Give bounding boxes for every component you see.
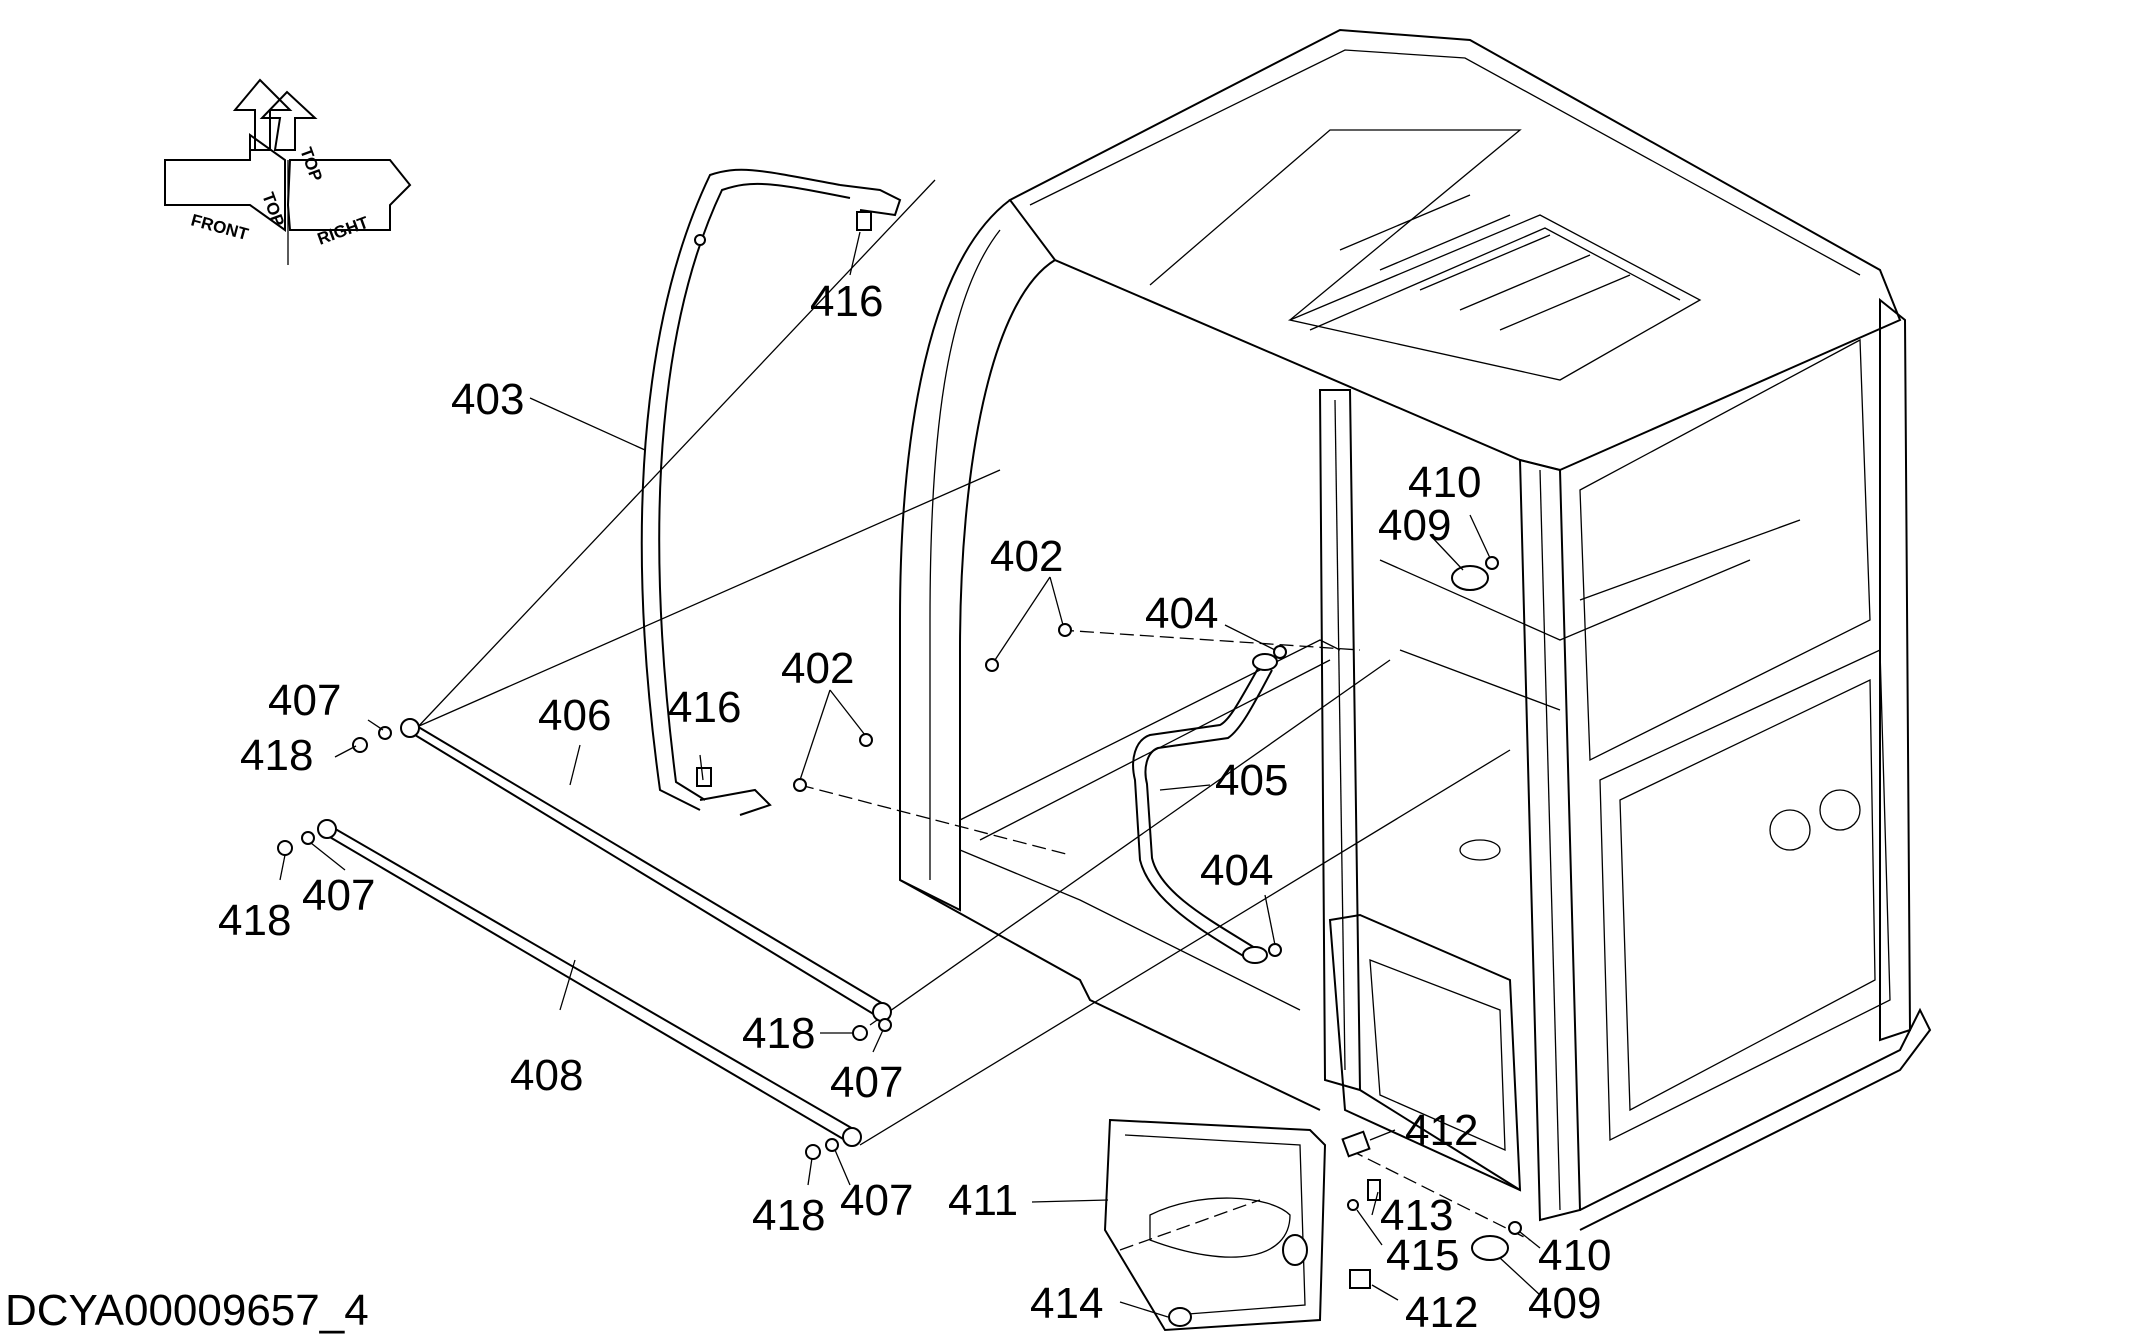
bolt-404-lower bbox=[1268, 943, 1282, 957]
bumper-409-lower bbox=[1471, 1235, 1509, 1261]
callout-407-mid: 407 bbox=[830, 1058, 903, 1107]
clip-413 bbox=[1367, 1179, 1381, 1201]
callout-416-mid: 416 bbox=[668, 683, 741, 732]
bolt-402-d bbox=[793, 778, 807, 792]
callout-418-bottom: 418 bbox=[752, 1191, 825, 1240]
callout-407-left: 407 bbox=[302, 871, 375, 920]
callout-409-upper: 409 bbox=[1378, 501, 1451, 550]
screw-415 bbox=[1347, 1199, 1359, 1211]
compass-right-label: RIGHT bbox=[315, 213, 372, 249]
callout-404-upper: 404 bbox=[1145, 589, 1218, 638]
callout-418-left: 418 bbox=[218, 896, 291, 945]
knob-414 bbox=[1168, 1307, 1192, 1327]
compass-front-label: FRONT bbox=[189, 211, 251, 245]
washer-407-bottom bbox=[825, 1138, 839, 1152]
document-code: DCYA00009657_4 bbox=[5, 1286, 369, 1335]
callout-407-bottom: 407 bbox=[840, 1176, 913, 1225]
callout-416-top: 416 bbox=[810, 277, 883, 326]
pad-412-upper bbox=[1341, 1130, 1371, 1158]
callout-405: 405 bbox=[1215, 756, 1288, 805]
nut-418-bottom bbox=[805, 1144, 821, 1160]
bolt-402-b bbox=[985, 658, 999, 672]
alignment-lines bbox=[409, 179, 1531, 1251]
callout-411: 411 bbox=[948, 1176, 1018, 1225]
nut-418-upper bbox=[352, 737, 368, 753]
bolt-416-mid bbox=[696, 767, 712, 787]
callout-412-lower: 412 bbox=[1405, 1288, 1478, 1337]
nut-418-left bbox=[277, 840, 293, 856]
callout-414: 414 bbox=[1030, 1279, 1103, 1328]
callouts: 403 416 416 402 402 404 404 405 406 407 … bbox=[218, 277, 1611, 1337]
bolt-404-upper bbox=[1273, 645, 1287, 659]
callout-407-upper: 407 bbox=[268, 676, 341, 725]
bumper-409-upper bbox=[1451, 565, 1489, 591]
bolt-402-c bbox=[859, 733, 873, 747]
callout-406: 406 bbox=[538, 691, 611, 740]
washer-407-left bbox=[301, 831, 315, 845]
cab-frame bbox=[899, 28, 1932, 1231]
leader-lines bbox=[279, 231, 1541, 1318]
nut-410-lower bbox=[1508, 1221, 1522, 1235]
callout-410-lower: 410 bbox=[1538, 1231, 1611, 1280]
washer-407-mid bbox=[878, 1018, 892, 1032]
callout-410-upper: 410 bbox=[1408, 458, 1481, 507]
bolt-402-a bbox=[1058, 623, 1072, 637]
callout-403: 403 bbox=[451, 375, 524, 424]
part-405-handrail bbox=[1132, 653, 1278, 964]
callout-402-lower: 402 bbox=[781, 644, 854, 693]
callout-415: 415 bbox=[1386, 1231, 1459, 1280]
callout-408: 408 bbox=[510, 1051, 583, 1100]
part-411-cover bbox=[1103, 1118, 1327, 1332]
callout-413: 413 bbox=[1380, 1191, 1453, 1240]
compass-top-label-left: TOP bbox=[258, 190, 288, 229]
bolt-416-top bbox=[856, 211, 872, 231]
callout-412-upper: 412 bbox=[1405, 1106, 1478, 1155]
part-406-bar bbox=[400, 718, 892, 1022]
callout-418-mid: 418 bbox=[742, 1009, 815, 1058]
part-408-bar bbox=[317, 819, 862, 1147]
orientation-compass: FRONT TOP TOP RIGHT bbox=[164, 78, 412, 265]
callout-404-lower: 404 bbox=[1200, 846, 1273, 895]
part-403-window-frame bbox=[640, 168, 902, 816]
pad-412-lower bbox=[1349, 1269, 1371, 1289]
callout-418-upper: 418 bbox=[240, 731, 313, 780]
callout-402-upper: 402 bbox=[990, 532, 1063, 581]
nut-410-upper bbox=[1485, 556, 1499, 570]
compass-top-label-right: TOP bbox=[296, 145, 326, 184]
nut-418-mid bbox=[852, 1025, 868, 1041]
callout-409-lower: 409 bbox=[1528, 1279, 1601, 1328]
